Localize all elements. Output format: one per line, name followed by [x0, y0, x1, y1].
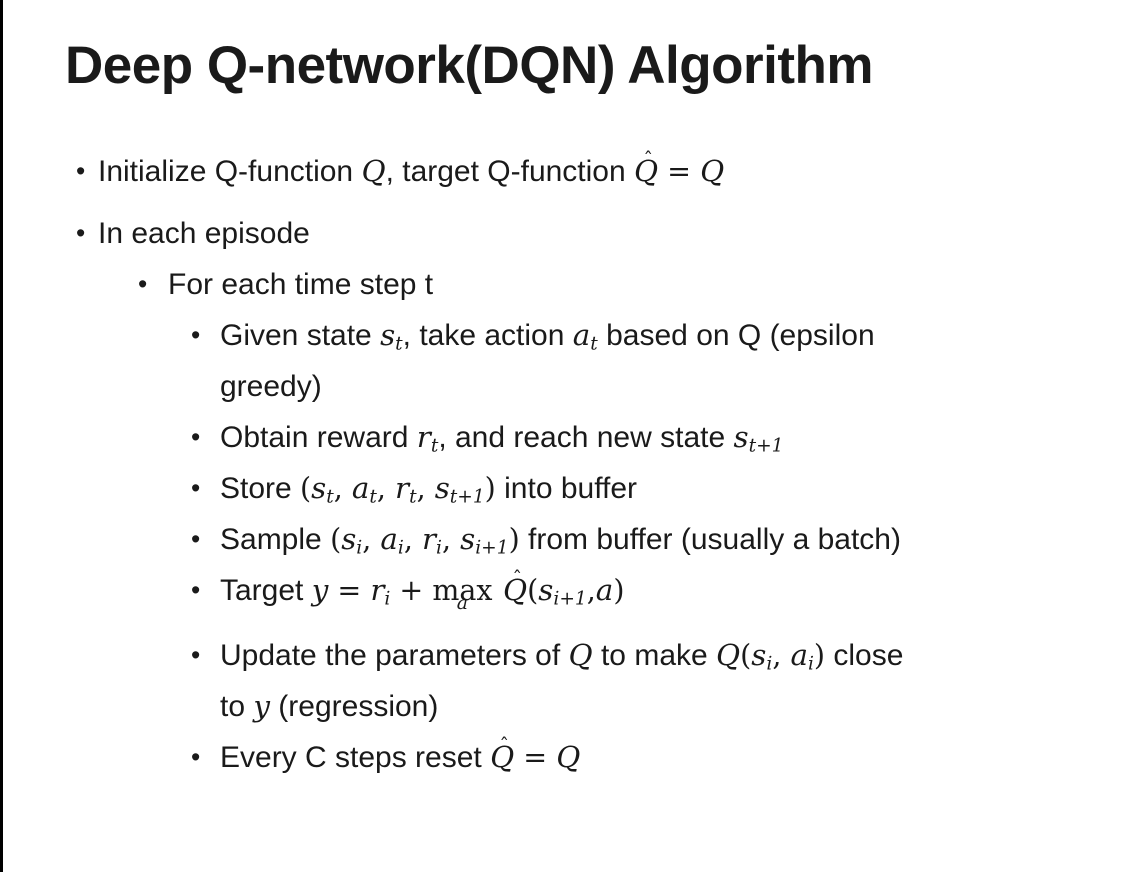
math-variable: Q	[556, 739, 581, 774]
bullet-item: • Update the parameters of Q to make Q(si…	[65, 630, 1074, 732]
math-subscript: i	[766, 653, 773, 675]
math-operator: )	[613, 573, 625, 607]
bullet-item: • Initialize Q-function Q, target Q-funct…	[65, 146, 1074, 197]
math-variable: a	[595, 572, 614, 607]
bullet-marker: •	[76, 217, 86, 248]
bullet-marker: •	[191, 639, 201, 670]
bullet-text: Given state st, take action at based on …	[220, 317, 875, 403]
bullet-marker: •	[191, 741, 201, 772]
math-variable: a	[351, 470, 370, 505]
math-operator: ,	[376, 471, 396, 505]
bullet-item: • Store (st, at, rt, st+1) into buffer	[65, 463, 1074, 514]
math-operator: (	[330, 522, 342, 556]
math-operator: ,	[403, 522, 422, 556]
math-subscript: t	[430, 435, 439, 457]
math-operator: )	[813, 638, 826, 672]
math-variable: y	[253, 688, 270, 723]
math-variable-hat: Q	[503, 565, 527, 616]
math-variable: r	[421, 521, 437, 556]
math-operator: =	[328, 573, 371, 607]
math-operator: (	[300, 471, 312, 505]
math-operator: ,	[772, 638, 791, 672]
bullet-item: • For each time step t	[65, 259, 1074, 310]
math-variable: s	[751, 637, 767, 672]
bullet-item: • Every C steps reset Q = Q	[65, 732, 1074, 783]
math-operator: ,	[586, 573, 596, 607]
math-subscript: i	[436, 537, 442, 559]
math-subscript: i+1	[475, 537, 509, 559]
bullet-text: Obtain reward rt, and reach new state st…	[220, 419, 784, 457]
math-variable: s	[434, 470, 450, 505]
slide-title: Deep Q-network(DQN) Algorithm	[65, 36, 873, 95]
math-variable: a	[572, 317, 591, 352]
math-subscript: t	[590, 333, 598, 355]
bullet-text: Sample (si, ai, ri, si+1) from buffer (u…	[220, 521, 901, 559]
math-operator: (	[527, 573, 539, 607]
bullet-marker: •	[76, 155, 86, 186]
bullet-text: In each episode	[98, 216, 310, 250]
math-subscript: i	[807, 653, 814, 675]
bullet-marker: •	[191, 523, 201, 554]
math-subscript: t	[326, 486, 334, 508]
math-variable-hat: Q	[490, 732, 514, 783]
math-subscript: t	[395, 333, 403, 355]
bullet-item: • In each episode	[65, 208, 1074, 259]
math-variable: r	[395, 470, 410, 505]
math-operator: ,	[416, 471, 435, 505]
math-subscript: i	[384, 588, 391, 610]
math-variable: a	[790, 637, 808, 672]
bullet-marker: •	[191, 574, 201, 605]
math-variable: r	[416, 419, 431, 454]
math-operator: ,	[441, 522, 461, 556]
bullet-marker: •	[138, 268, 148, 299]
math-variable: r	[370, 572, 385, 607]
math-variable: s	[380, 317, 396, 352]
math-variable: s	[311, 470, 327, 505]
bullet-marker: •	[191, 319, 201, 350]
math-operator: ,	[362, 522, 381, 556]
math-subscript: i+1	[553, 588, 587, 610]
math-variable: a	[380, 521, 398, 556]
bullet-text: Every C steps reset Q = Q	[220, 732, 1074, 783]
bullet-text: Store (st, at, rt, st+1) into buffer	[220, 470, 638, 508]
math-variable-hat: Q	[634, 146, 658, 197]
math-variable: s	[460, 521, 476, 556]
math-subscript: t	[409, 486, 417, 508]
math-variable: s	[341, 521, 357, 556]
bullet-text: For each time step t	[168, 267, 434, 301]
math-variable: s	[538, 572, 554, 607]
math-subscript: i	[397, 537, 404, 559]
math-variable: Q	[361, 153, 386, 188]
bullet-text: Initialize Q-function Q, target Q-functi…	[98, 146, 1074, 197]
bullet-item: •Given state st, take action at based on…	[65, 310, 1074, 412]
bullet-marker: •	[191, 472, 201, 503]
math-variable: Q	[568, 637, 593, 672]
math-variable: y	[311, 572, 329, 607]
bullet-marker: •	[191, 421, 201, 452]
bullet-text: Update the parameters of Q to make Q(si,…	[220, 637, 904, 723]
math-subscript: t+1	[449, 486, 485, 508]
bullet-list: • Initialize Q-function Q, target Q-funct…	[65, 146, 1074, 783]
math-variable: Q	[716, 637, 741, 672]
math-subscript: i	[356, 537, 363, 559]
math-operator: =	[514, 740, 557, 774]
math-operator: +	[390, 573, 433, 607]
math-operator: (	[740, 638, 752, 672]
bullet-item: • Sample (si, ai, ri, si+1) from buffer (…	[65, 514, 1074, 565]
math-operator: =	[658, 154, 701, 188]
math-subscript: t	[369, 486, 377, 508]
math-operator: )	[484, 471, 496, 505]
math-variable: Q	[700, 153, 725, 188]
math-operator: ,	[333, 471, 352, 505]
math-variable: s	[733, 419, 749, 454]
math-subscript: t+1	[748, 435, 784, 457]
bullet-item: •Obtain reward rt, and reach new state s…	[65, 412, 1074, 463]
math-operator: )	[508, 522, 520, 556]
